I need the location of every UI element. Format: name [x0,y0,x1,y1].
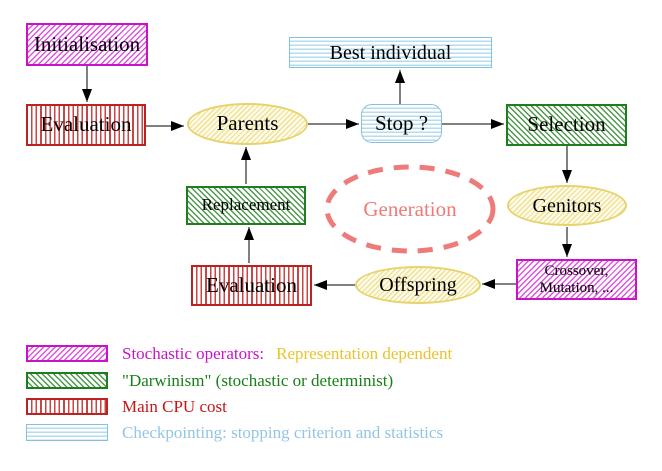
legend-swatch-darwinism [26,372,108,389]
legend-swatch-main-cpu-cost [26,398,108,415]
node-offspring: Offspring [355,266,481,304]
legend-label-checkpointing: Checkpointing: stopping criterion and st… [122,423,444,442]
node-selection: Selection [506,104,627,146]
legend-label-darwinism: "Darwinism" (stochastic or determinist) [122,371,394,390]
legend-swatch-checkpointing [26,424,108,441]
node-crossover-mutation: Crossover, Mutation, ... [516,259,637,300]
node-evaluation-top: Evaluation [26,104,146,146]
node-stop: Stop ? [361,104,442,143]
legend-label-stochastic-operators: Stochastic operators: Representation depe… [122,344,452,364]
legend-swatch-stochastic-operators [26,345,108,362]
legend-text-stochastic: Stochastic operators: [122,344,265,363]
legend-text-representation: Representation dependent [276,344,453,363]
node-evaluation-bottom: Evaluation [191,265,312,306]
node-best-individual: Best individual [289,37,492,68]
crossover-line1: Crossover, [544,263,609,279]
legend-label-main-cpu-cost: Main CPU cost [122,397,227,416]
node-genitors: Genitors [507,185,627,226]
node-initialisation: Initialisation [26,23,148,66]
generation-label: Generation [363,197,457,221]
node-replacement: Replacement [186,186,306,225]
crossover-line2: Mutation, ... [539,279,614,296]
node-parents: Parents [187,103,308,145]
